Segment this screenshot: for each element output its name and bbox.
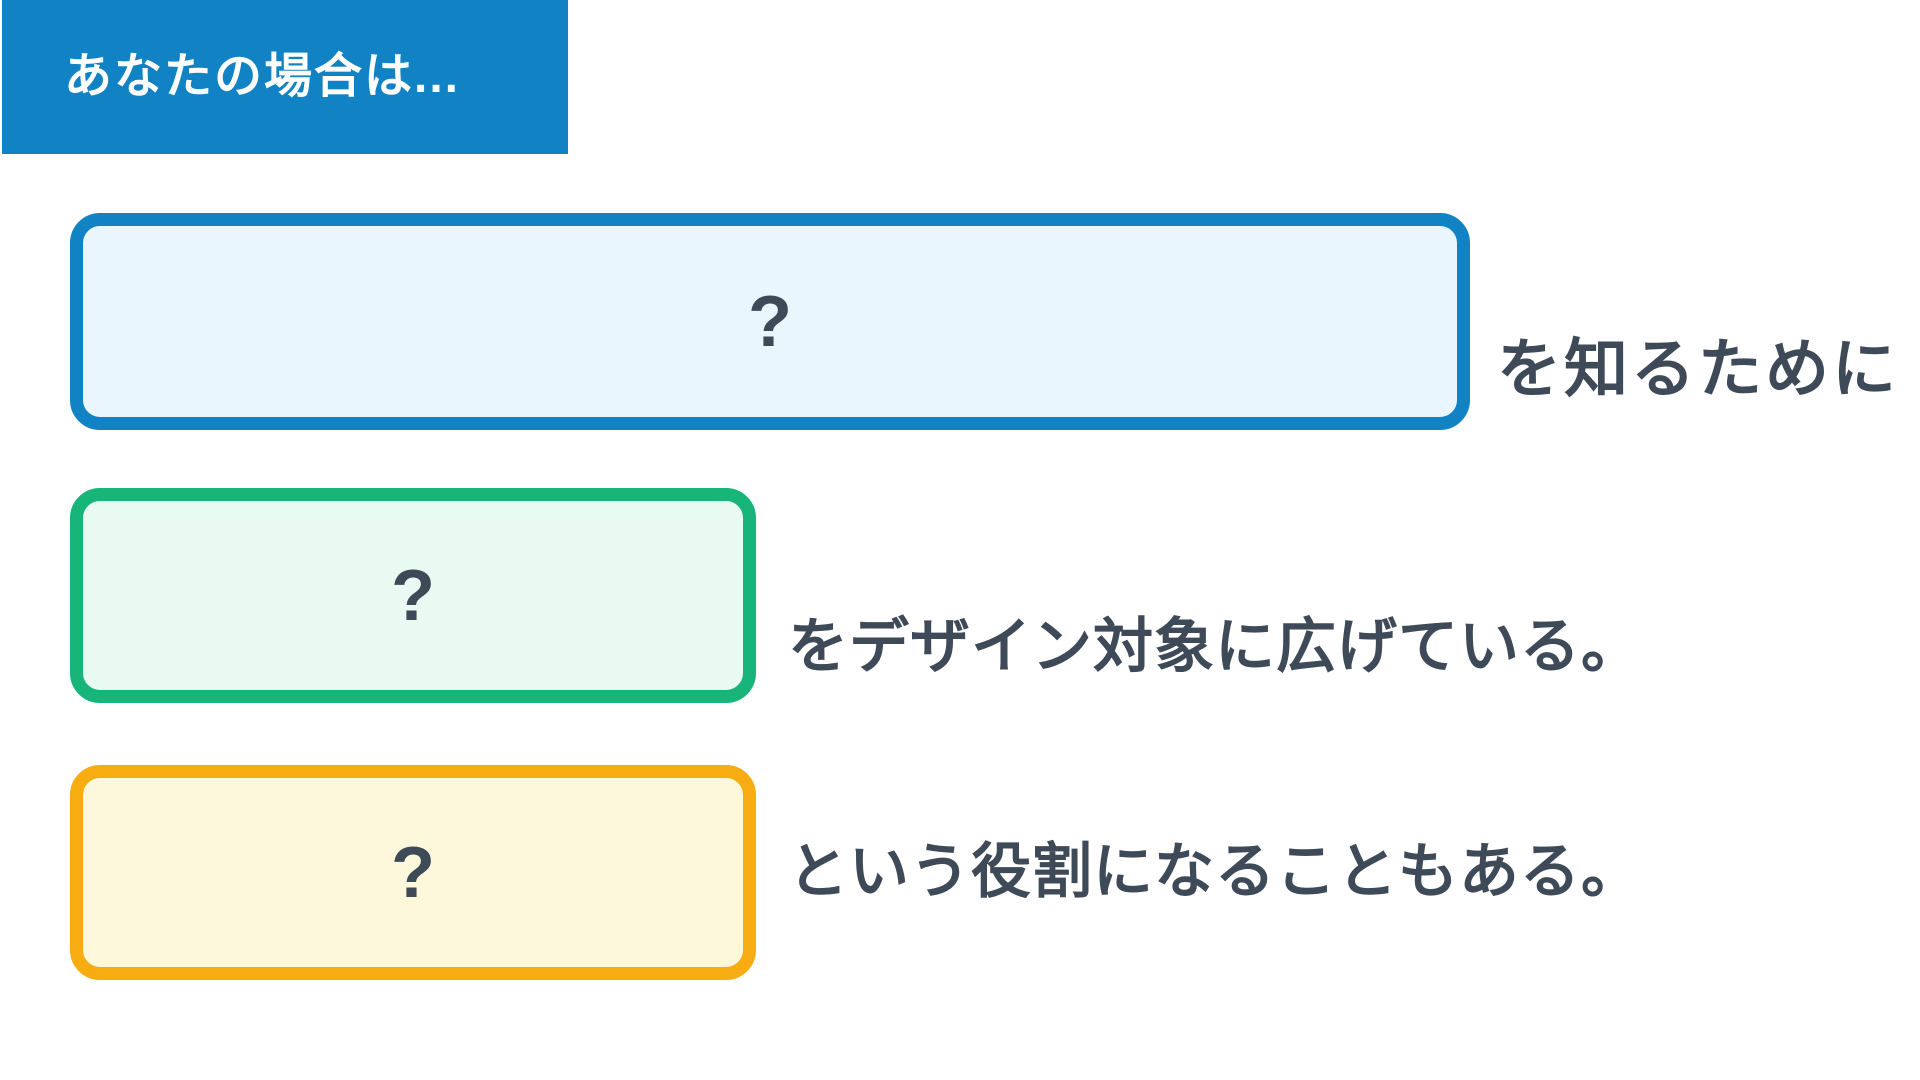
question-mark-green: ? — [391, 555, 435, 636]
caption-blue: を知るために — [1497, 333, 1899, 405]
question-mark-orange: ? — [391, 832, 435, 913]
caption-orange: という役割になることもある。 — [788, 838, 1642, 905]
question-box-orange: ? — [70, 765, 756, 980]
question-box-green: ? — [70, 488, 756, 703]
header-label: あなたの場合は... — [64, 50, 461, 103]
header-badge: あなたの場合は... — [2, 0, 568, 154]
caption-green: をデザイン対象に広げている。 — [788, 613, 1642, 680]
question-mark-blue: ? — [748, 281, 792, 362]
question-box-blue: ? — [70, 213, 1470, 430]
